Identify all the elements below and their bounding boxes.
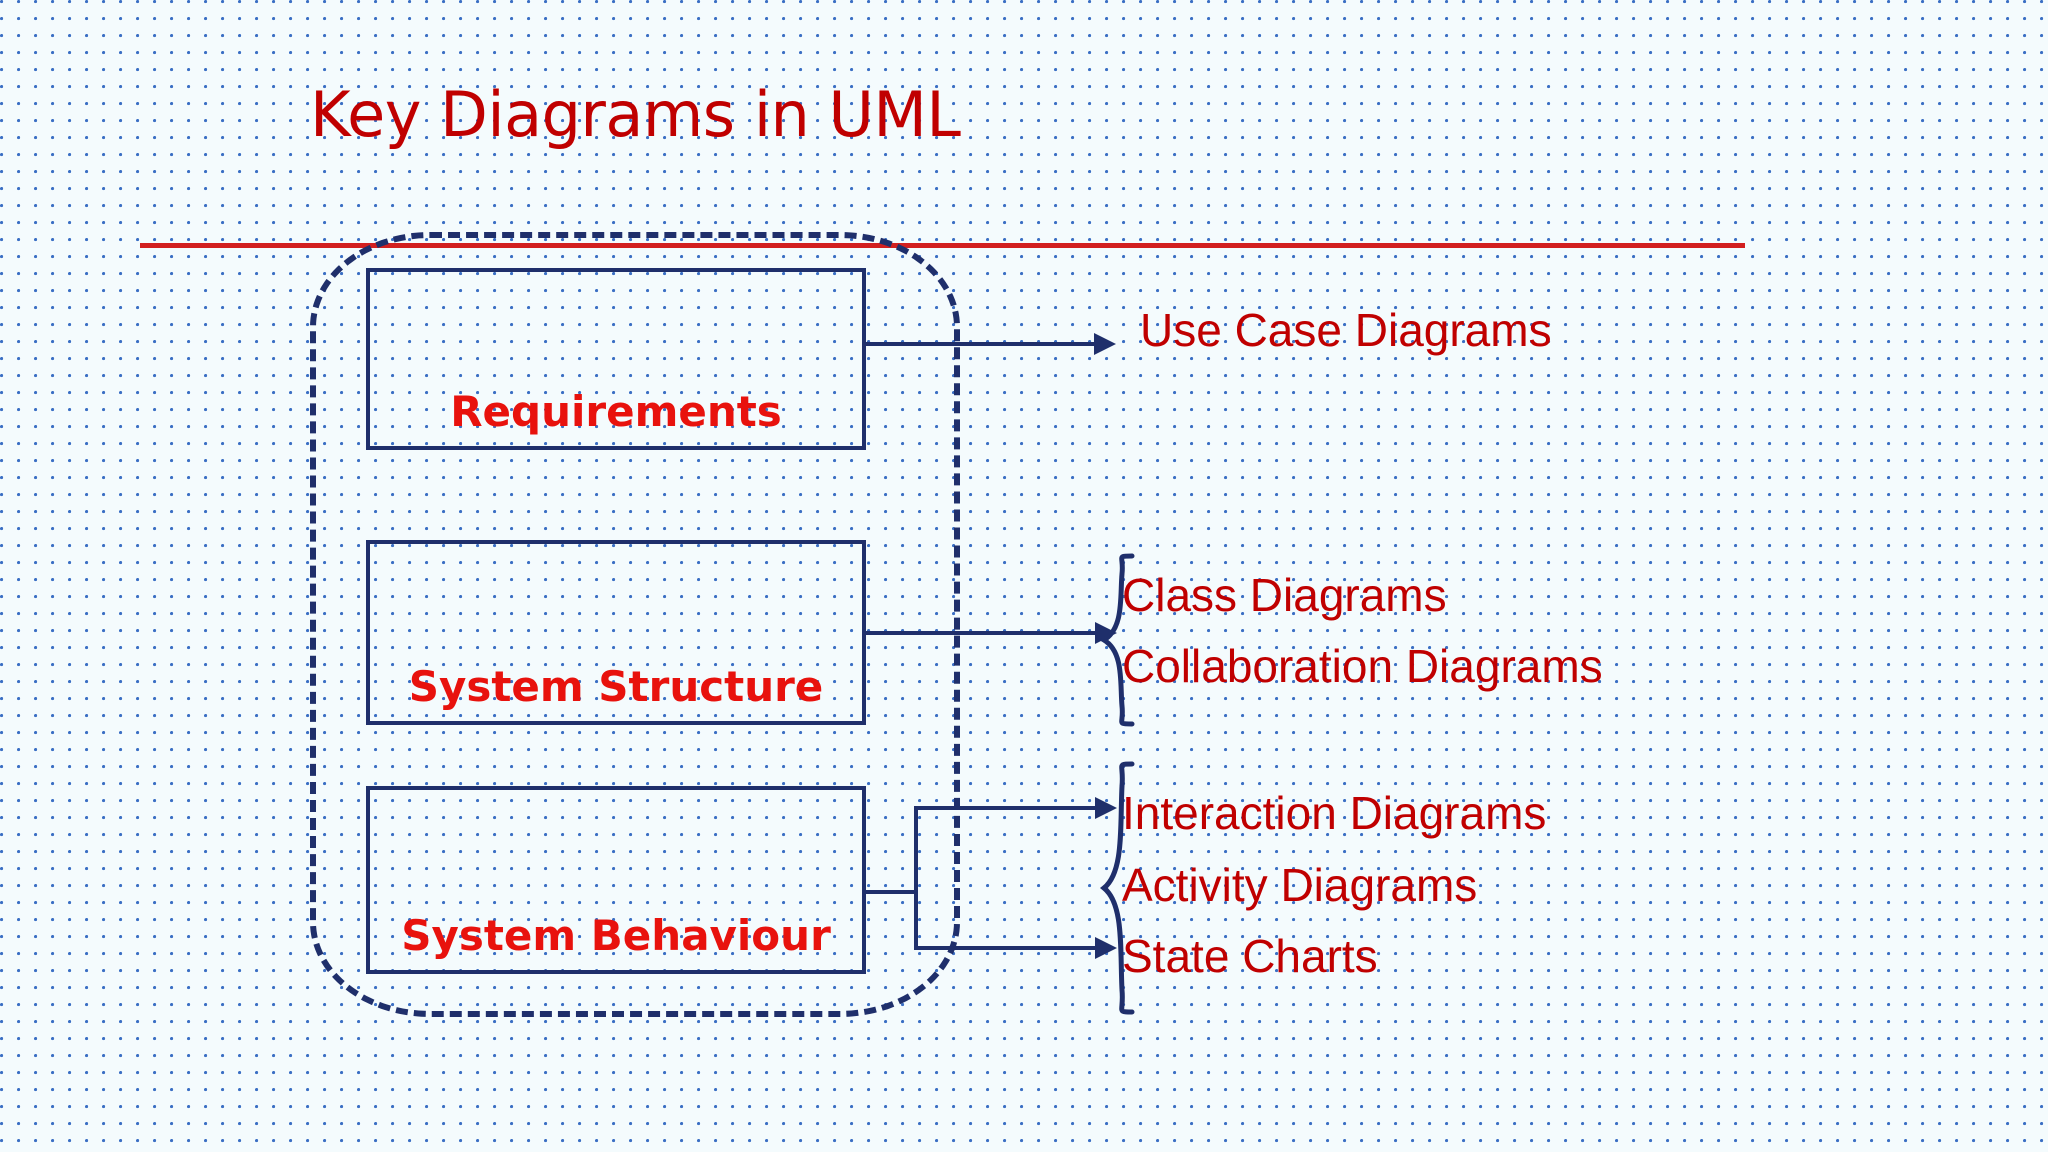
connector-system-behaviour-spine xyxy=(914,808,918,950)
connector-system-behaviour-branch-bottom xyxy=(914,946,1100,950)
connector-system-behaviour-stub xyxy=(866,890,916,894)
label-collaboration-diagrams: Collaboration Diagrams xyxy=(1122,640,1603,692)
box-system-behaviour-label: System Behaviour xyxy=(401,911,831,960)
title-underline-rule xyxy=(140,243,1745,248)
connector-requirements-line xyxy=(866,342,1099,346)
label-state-charts: State Charts xyxy=(1122,930,1378,982)
arrowhead-system-structure xyxy=(1095,622,1117,644)
box-requirements[interactable]: Requirements xyxy=(366,268,866,450)
curly-brace-system-structure xyxy=(1099,553,1135,727)
box-system-behaviour[interactable]: System Behaviour xyxy=(366,786,866,974)
curly-brace-system-behaviour xyxy=(1100,761,1135,1015)
arrowhead-system-behaviour-top xyxy=(1095,797,1117,819)
connector-system-structure-line xyxy=(866,631,1100,635)
uml-model-group-outline xyxy=(310,232,960,1017)
page-title: Key Diagrams in UML xyxy=(310,78,961,151)
box-system-structure-label: System Structure xyxy=(408,662,824,711)
label-interaction-diagrams: Interaction Diagrams xyxy=(1122,787,1547,839)
label-activity-diagrams: Activity Diagrams xyxy=(1122,859,1478,911)
box-system-structure[interactable]: System Structure xyxy=(366,540,866,725)
label-class-diagrams: Class Diagrams xyxy=(1122,569,1447,621)
box-requirements-label: Requirements xyxy=(450,387,782,436)
connector-system-behaviour-branch-top xyxy=(914,806,1100,810)
arrowhead-system-behaviour-bottom xyxy=(1095,937,1117,959)
arrowhead-requirements xyxy=(1094,333,1116,355)
label-use-case-diagrams: Use Case Diagrams xyxy=(1140,304,1552,356)
